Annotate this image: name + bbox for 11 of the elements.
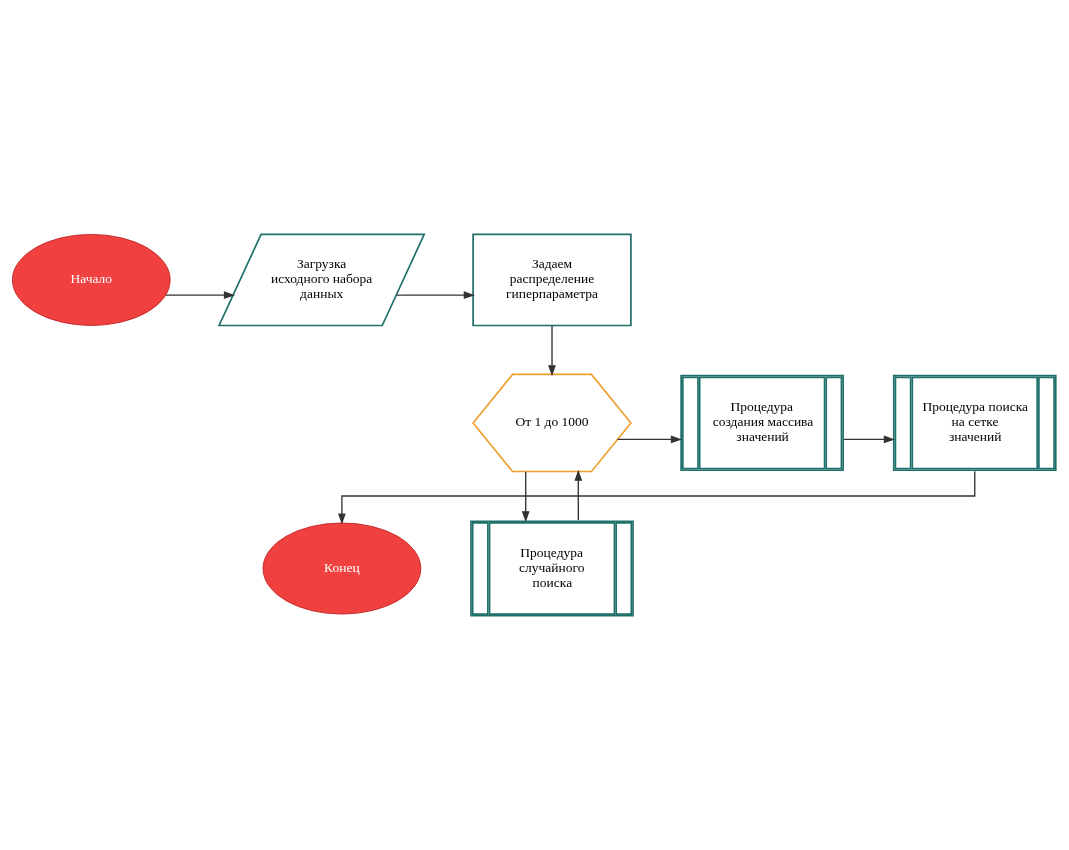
arrow [574,469,583,521]
arrow [616,435,682,443]
arrow [521,470,530,522]
node-box: Задаем распределение гиперпараметра [472,233,632,326]
arrow [843,435,895,443]
node-ellipse: Начало [11,233,171,326]
node-ellipse: Конец [262,522,422,614]
arrow [165,290,235,299]
arrow [395,290,475,299]
arrow [338,470,976,525]
arrow [548,324,556,376]
